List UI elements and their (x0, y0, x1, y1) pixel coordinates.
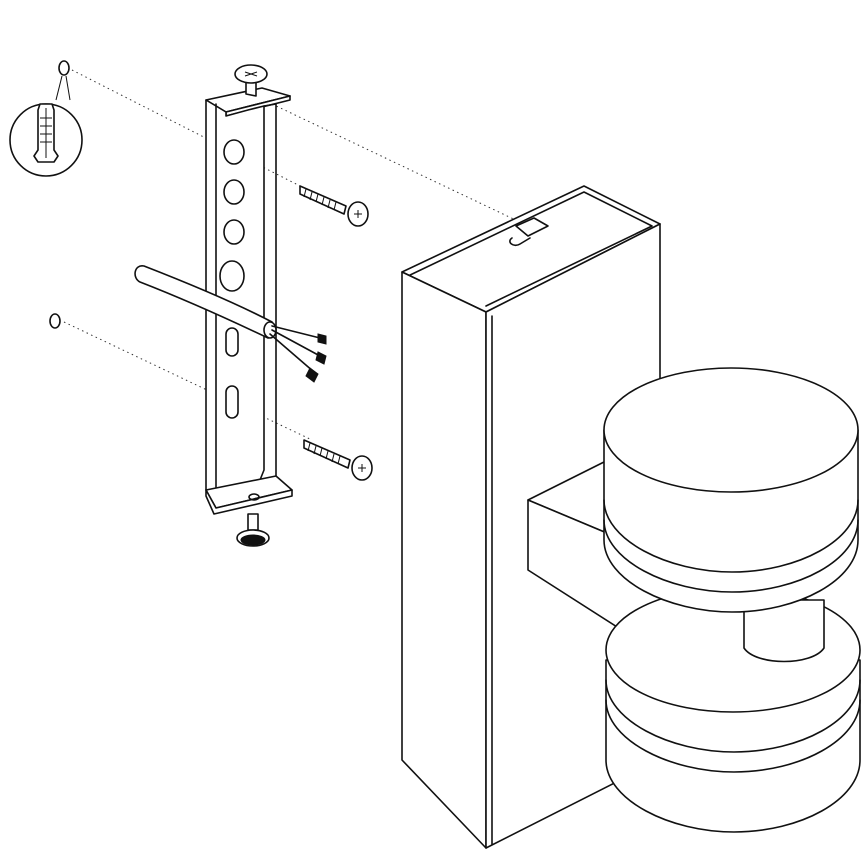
bracket-screw-top (234, 64, 268, 97)
guide-line-top-plug (71, 69, 301, 187)
wire-tip-1 (317, 333, 327, 345)
wall-plug (33, 103, 59, 163)
bracket-slot-1 (223, 139, 245, 165)
bracket-slot-4 (225, 327, 239, 357)
guide-line-bottom-plug (63, 321, 313, 441)
power-cable (134, 265, 327, 383)
wire-tip-3 (305, 367, 319, 383)
wire-tip-2 (315, 351, 327, 365)
washer-teeth (240, 534, 266, 546)
bracket-slot-5 (225, 385, 239, 419)
wall-plug-detail (9, 60, 83, 177)
wall-plug-hole-top (58, 60, 70, 76)
bracket-slot-2 (223, 179, 245, 205)
bracket-hole-large (219, 260, 245, 292)
bracket-slot-3 (223, 219, 245, 245)
lower-lamp-head (605, 587, 861, 833)
wall-plug-hole-bottom (49, 313, 61, 329)
wall-screw-bottom (303, 439, 373, 481)
wall-screw-top (299, 185, 369, 227)
bracket-screw-bottom (236, 513, 270, 547)
guide-line-bracket-slot (271, 103, 546, 235)
alignment-guide-lines (63, 69, 546, 441)
upper-lamp-head (603, 367, 859, 613)
